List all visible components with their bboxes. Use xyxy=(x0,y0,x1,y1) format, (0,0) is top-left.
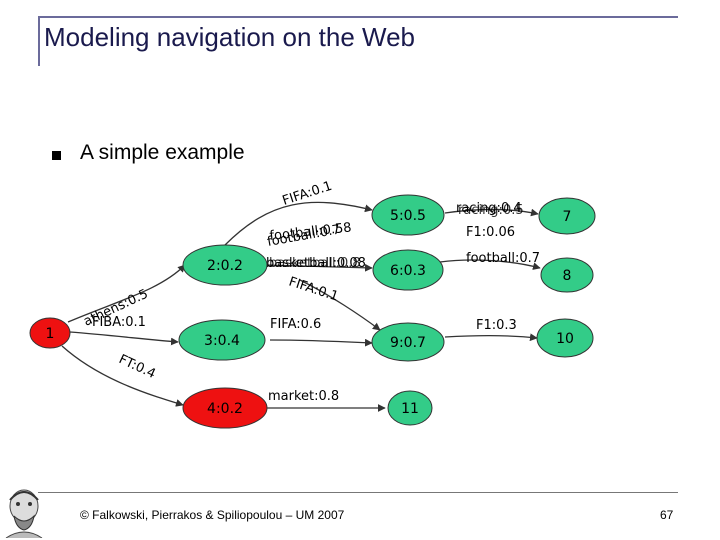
node-5: 5:0.5 xyxy=(371,194,445,236)
author-portrait-icon xyxy=(5,489,43,538)
node-11-label: 11 xyxy=(401,401,419,417)
node-6: 6:0.3 xyxy=(372,249,444,291)
slide-title: Modeling navigation on the Web xyxy=(44,22,415,52)
edge-2-9 xyxy=(299,279,381,331)
edge-6-8 xyxy=(439,259,541,270)
bullet-text: A simple example xyxy=(80,141,245,164)
node-7: 7 xyxy=(538,197,596,235)
edge-label-basketball-a: basketball:0.08 xyxy=(266,256,366,271)
edge-2-5 xyxy=(224,201,373,246)
edge-9-10 xyxy=(444,333,538,342)
node-8-label: 8 xyxy=(563,268,572,284)
edge-label-market: market:0.8 xyxy=(268,389,339,404)
edge-1-2 xyxy=(67,264,186,323)
node-1: 1 xyxy=(29,317,71,349)
edge-label-ft: FT:0.4 xyxy=(116,352,158,382)
edges xyxy=(61,201,541,412)
edge-label-f1-top: F1:0.06 xyxy=(466,225,515,240)
edge-label-fifa-mid: FIFA:0.1 xyxy=(287,275,340,305)
edge-label-f1-low: F1:0.3 xyxy=(476,318,517,333)
title-frame xyxy=(38,16,678,66)
node-1-label: 1 xyxy=(46,326,55,342)
edge-label-fifa-top: FIFA:0.1 xyxy=(281,179,334,209)
edge-3-9 xyxy=(269,338,373,347)
node-2-label: 2:0.2 xyxy=(207,258,243,274)
node-9: 9:0.7 xyxy=(371,322,445,362)
bullet-icon xyxy=(52,151,61,160)
edge-2-6 xyxy=(264,263,373,272)
footer-copyright: © Falkowski, Pierrakos & Spiliopoulou – … xyxy=(80,508,345,522)
footer-divider xyxy=(38,492,678,493)
node-3: 3:0.4 xyxy=(178,319,266,361)
node-8: 8 xyxy=(540,257,594,293)
node-2: 2:0.2 xyxy=(182,244,268,286)
edge-5-7 xyxy=(444,208,539,217)
node-10-label: 10 xyxy=(556,331,574,347)
node-11: 11 xyxy=(387,390,433,426)
node-5-label: 5:0.5 xyxy=(390,208,426,224)
node-3-label: 3:0.4 xyxy=(204,333,240,349)
edge-label-basketball-b: basketball:0.8 xyxy=(269,256,361,271)
edge-label-football-right: football:0.7 xyxy=(466,251,540,266)
edge-1-3 xyxy=(69,331,179,346)
page-number: 67 xyxy=(660,508,674,522)
edge-label-fiba: FIBA:0.1 xyxy=(92,315,146,330)
node-7-label: 7 xyxy=(563,209,572,225)
edge-label-racing-b: racing:0.5 xyxy=(458,203,524,218)
node-10: 10 xyxy=(536,318,594,358)
node-6-label: 6:0.3 xyxy=(390,263,426,279)
edge-label-fifa-low: FIFA:0.6 xyxy=(270,317,321,332)
edge-labels: athens:0.5 FIBA:0.1 FT:0.4 FIFA:0.1 foot… xyxy=(81,179,540,404)
edge-label-racing-a: racing:0.4 xyxy=(456,201,522,216)
node-4: 4:0.2 xyxy=(182,387,268,429)
node-4-label: 4:0.2 xyxy=(207,401,243,417)
node-9-label: 9:0.7 xyxy=(390,335,426,351)
edge-1-4 xyxy=(61,345,184,407)
